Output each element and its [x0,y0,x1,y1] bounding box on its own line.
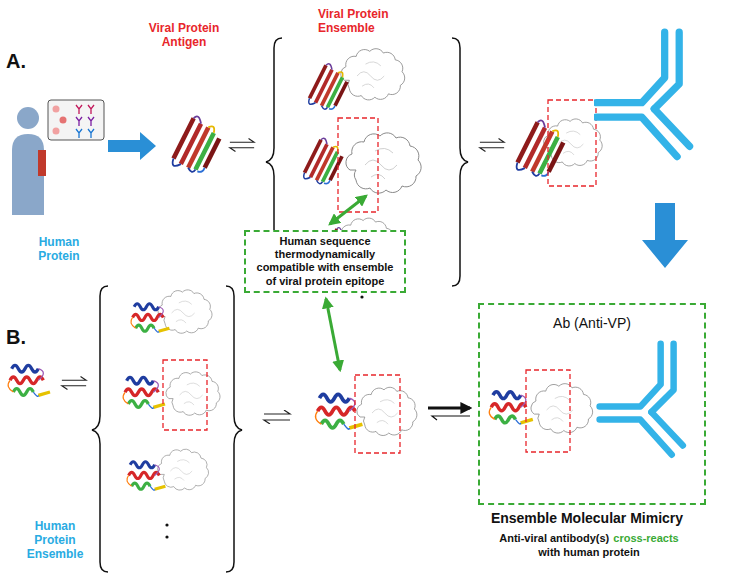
equilibrium-arrows [480,138,504,151]
caption-row: Anti-viral antibody(s) cross-reactswith h… [455,531,723,560]
mimic-human-protein [316,375,417,453]
caption-text: Anti-viral antibody(s) [499,531,609,545]
caption-text: with human protein [538,545,639,559]
node-text: Ab (Anti-VP) [484,315,700,332]
antigen-label: Viral Protein Antigen [142,22,226,50]
compatibility-box: Human sequence thermodynamically compati… [244,230,406,293]
ensemble-label: Viral Protein Ensemble [318,8,414,36]
node-text: Human sequence thermodynamically compati… [250,235,400,288]
human-ensemble [123,290,220,539]
process-arrow [642,203,688,268]
ensemble-label: Human Protein Ensemble [18,520,92,561]
patient-icon [12,100,104,215]
bracket [226,286,242,572]
bracket [452,38,468,286]
human-protein [8,365,50,396]
bracket [92,286,108,572]
forward-arrow [428,407,470,410]
mimicry-box: Ab (Anti-VP) [478,303,706,505]
panel-letter: B. [6,326,36,349]
protein-label: Human Protein [22,236,96,264]
equilibrium-arrows [264,410,290,424]
process-arrow [108,132,156,160]
result-heading: Ensemble Molecular Mimicry [462,510,712,526]
leader-arrow [330,196,366,224]
back-arrow [432,416,470,420]
viral-protein [173,116,220,172]
antigen-antibody-complex [517,32,690,186]
equilibrium-arrows [230,138,254,151]
panel-letter: A. [6,50,36,73]
leader-arrow [326,299,340,370]
caption-text: cross-reacts [613,531,678,545]
cross-reactive-complex [489,344,683,455]
equilibrium-arrows [62,376,86,389]
